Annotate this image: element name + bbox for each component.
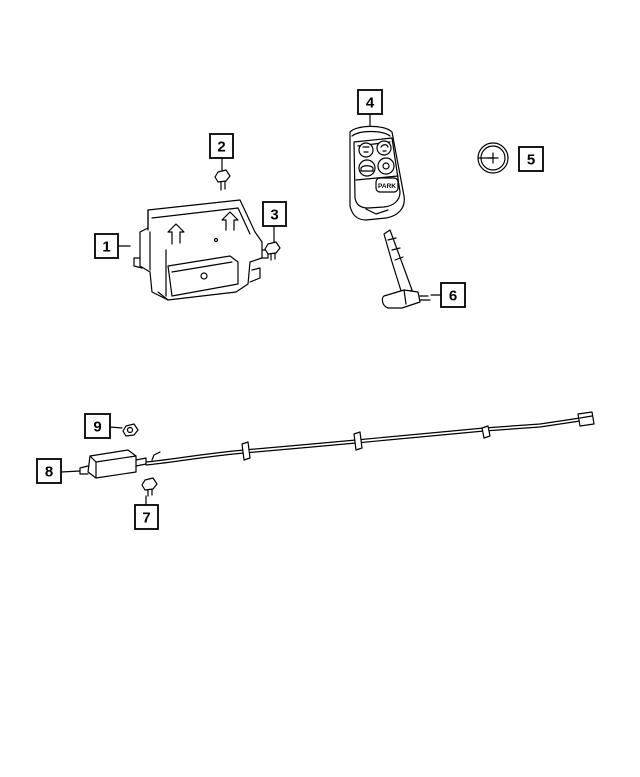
fob-park-label: PARK [378,183,396,190]
nut-part-9 [122,423,139,437]
callout-8-label: 8 [45,464,53,481]
callout-3: 3 [262,201,287,227]
key-fob [349,125,405,221]
callout-6: 6 [440,282,466,308]
leader-lines [60,113,495,506]
callout-3-label: 3 [270,207,278,224]
callout-4: 4 [357,89,383,115]
emergency-key [381,229,431,309]
antenna-module [79,449,147,479]
wiring-harness [145,411,595,466]
callout-9: 9 [84,413,111,439]
callout-5: 5 [518,146,544,172]
callout-7-label: 7 [142,510,150,527]
screw-part-7 [141,477,158,497]
callout-4-label: 4 [366,95,375,112]
callout-6-label: 6 [449,288,457,305]
callout-7: 7 [134,504,159,530]
callout-9-label: 9 [93,419,101,436]
callout-5-label: 5 [527,152,535,169]
callout-2-label: 2 [217,139,225,156]
control-module [133,199,269,301]
screw-part-2 [214,169,231,191]
callout-8: 8 [36,458,62,484]
callout-1-label: 1 [102,239,110,256]
callout-1: 1 [94,233,119,259]
screw-part-3 [264,241,281,261]
callout-2: 2 [209,133,234,159]
